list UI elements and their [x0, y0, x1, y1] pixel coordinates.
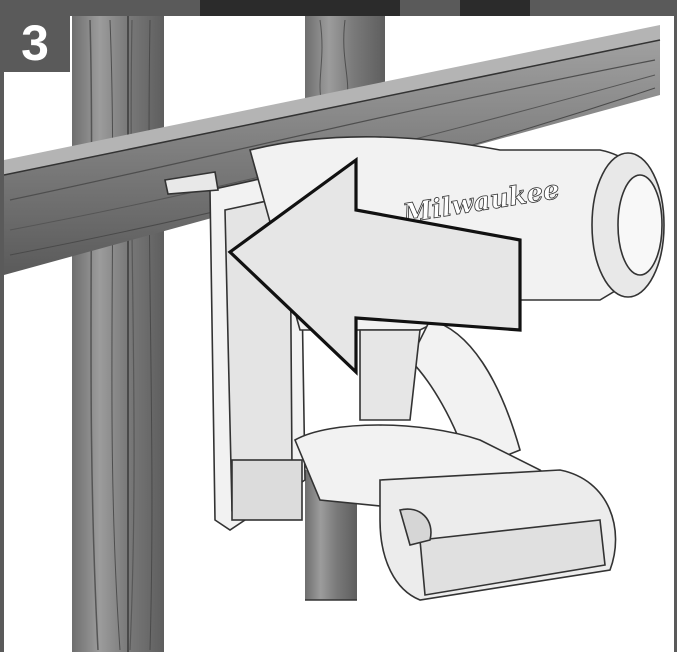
- step-number-badge: 3: [0, 14, 70, 72]
- top-frame-bar: [0, 0, 677, 16]
- frame-left-border: [0, 0, 4, 652]
- frame-right-border: [674, 0, 677, 652]
- wood-stud-left: [72, 16, 164, 652]
- previous-panel-edge: [200, 0, 400, 16]
- left-arrow-icon: [227, 156, 522, 376]
- previous-panel-edge-2: [460, 0, 530, 16]
